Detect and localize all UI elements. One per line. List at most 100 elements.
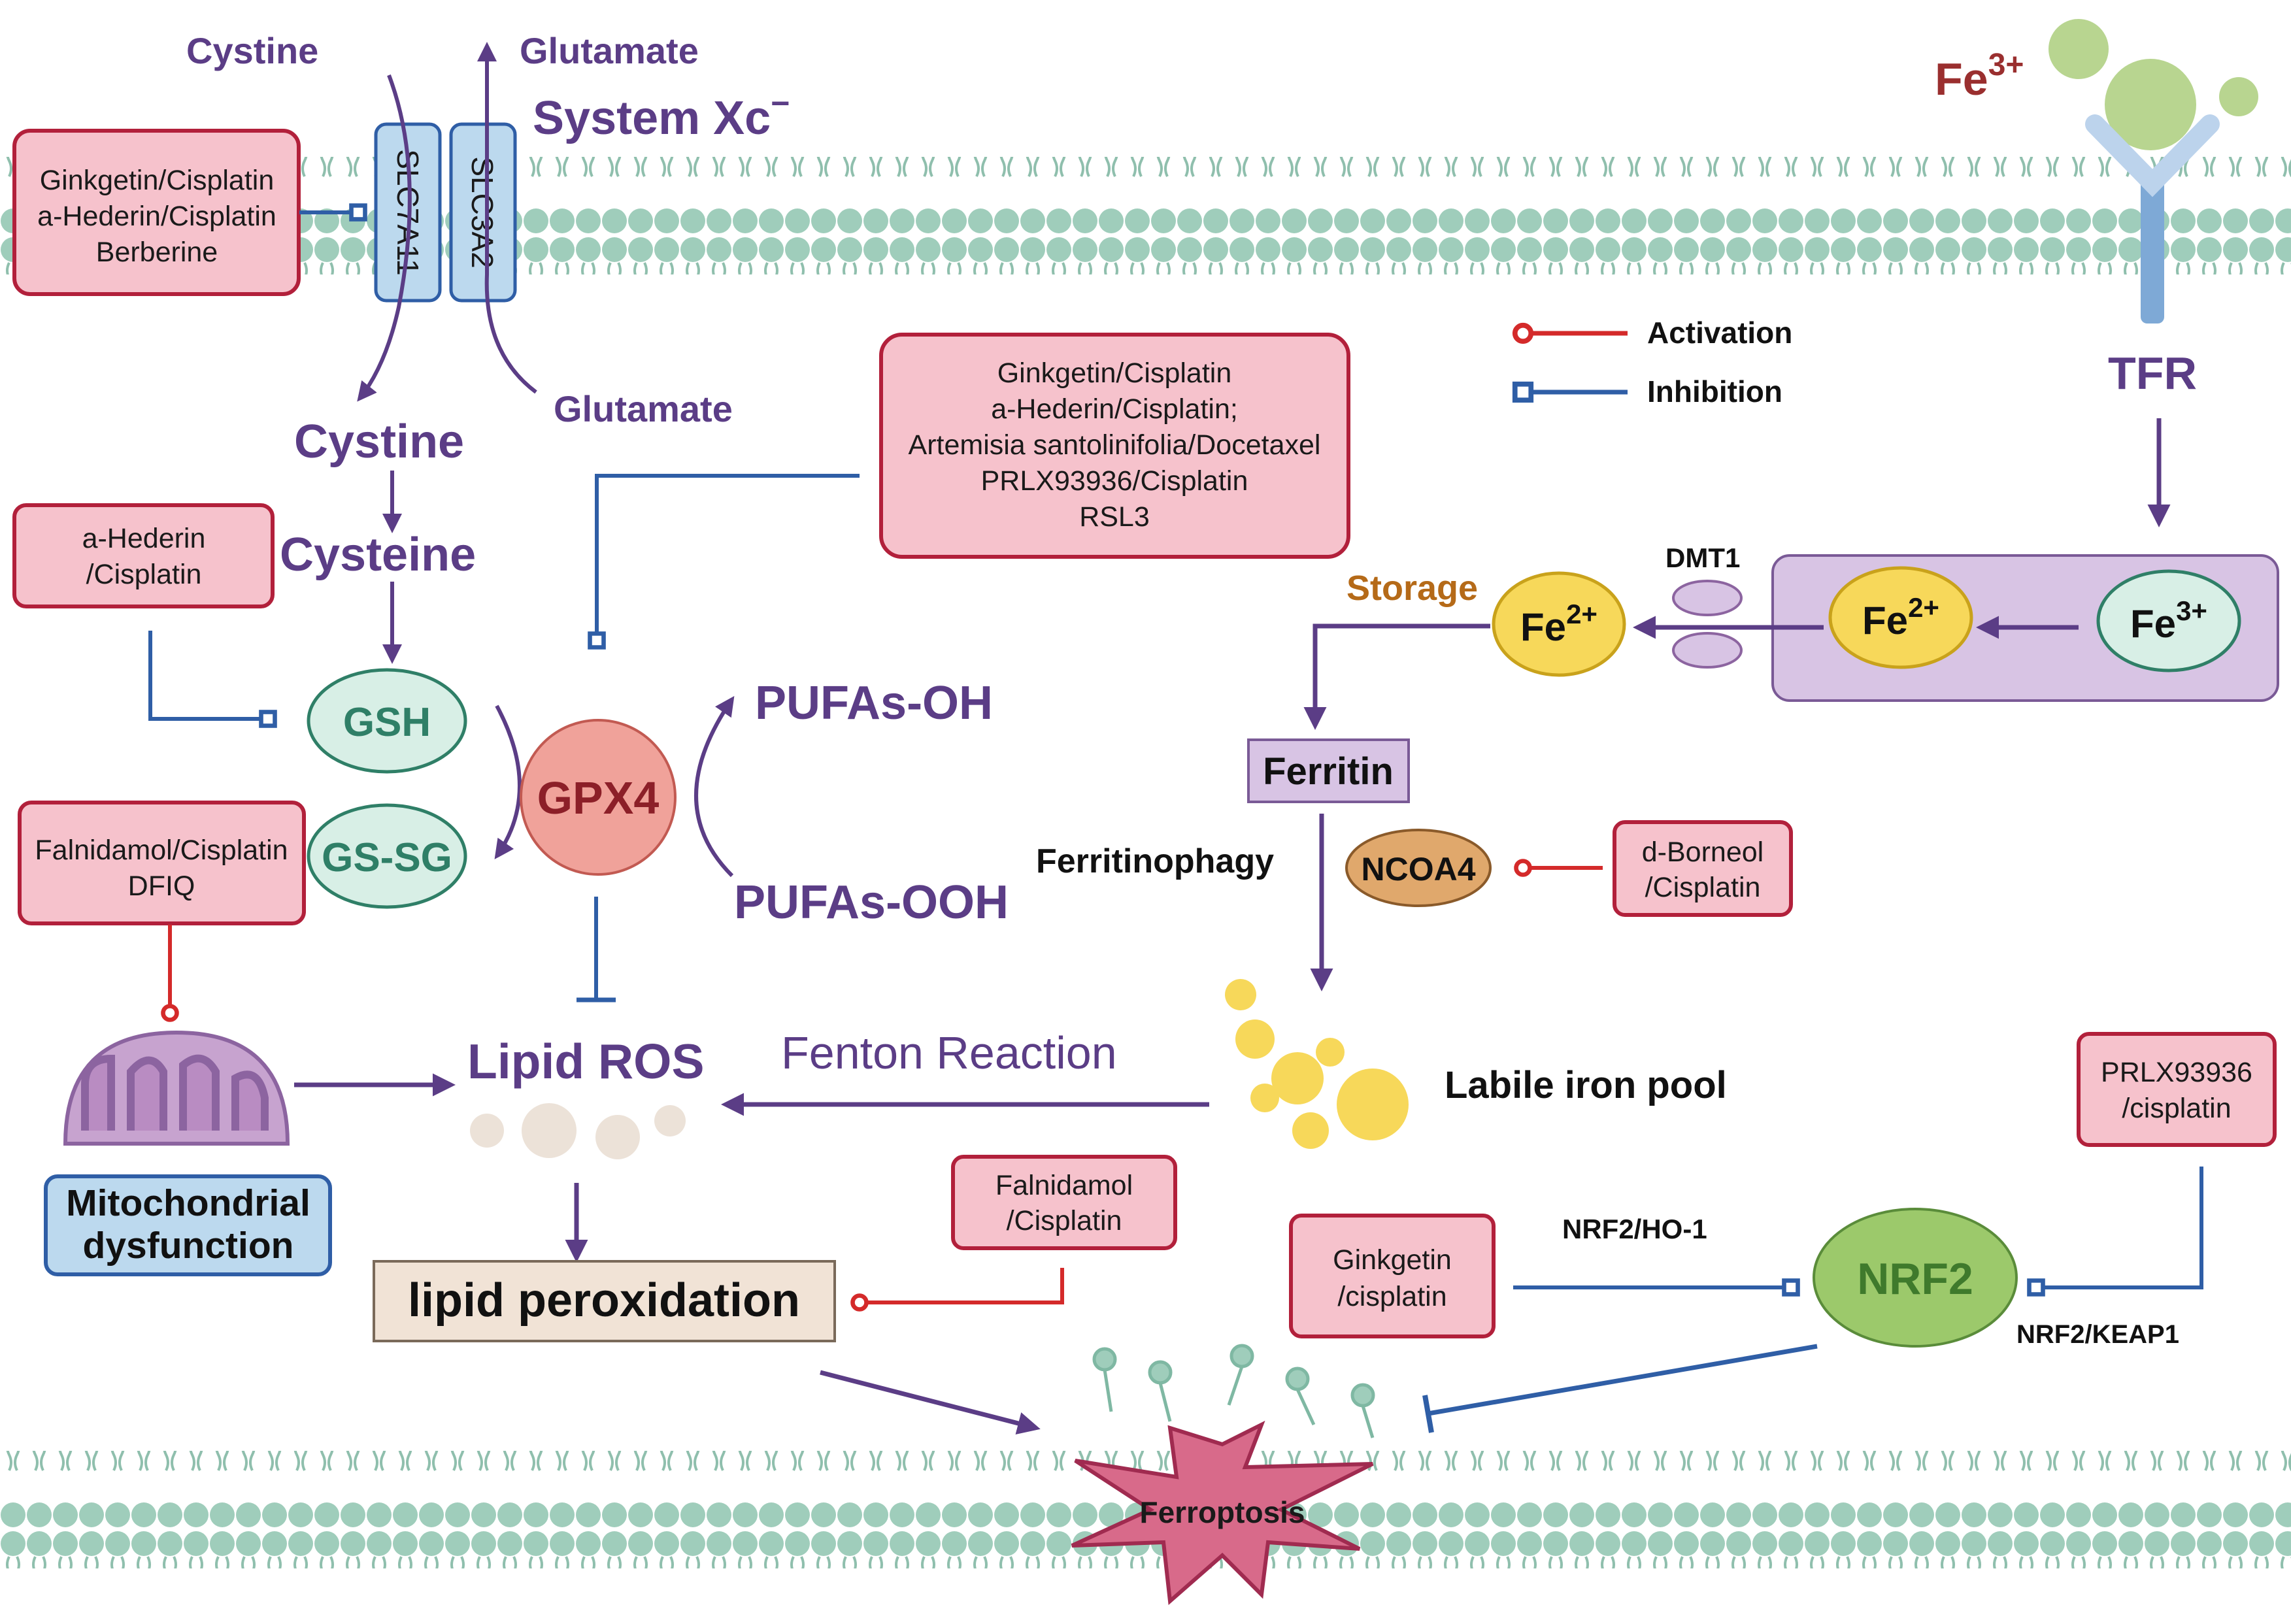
svg-text:GSH: GSH — [343, 700, 431, 745]
xc-inhibitor-box: Ginkgetin/Cisplatin a-Hederin/Cisplatin … — [12, 129, 301, 296]
fe2-endosome-node — [1828, 566, 1973, 669]
ferroptosis-label: Ferroptosis — [1139, 1495, 1305, 1529]
nrf2-ho1-inhibitor-box: Ginkgetin /cisplatin — [1289, 1214, 1496, 1338]
glutamate-export-arrow — [477, 42, 537, 394]
cystine-import-arrow — [357, 74, 412, 402]
dmt1-channel — [1672, 580, 1743, 616]
mito-dysfunction-box: Mitochondrial dysfunction — [44, 1174, 332, 1276]
gsh-node — [307, 668, 467, 774]
svg-text:NCOA4: NCOA4 — [1361, 851, 1475, 887]
keap1-inhibition-line — [2027, 1167, 2203, 1297]
svg-text:Mitochondrial: Mitochondrial — [66, 1182, 310, 1224]
lipid-head-decor — [1092, 1344, 1375, 1438]
fe2-cytosol-node — [1492, 571, 1626, 677]
fe3-outside-label: Fe3+ — [1935, 48, 2024, 105]
lipid-ros-label: Lipid ROS — [467, 1034, 704, 1089]
ros-bubble — [522, 1103, 577, 1158]
svg-text:Berberine: Berberine — [96, 237, 218, 268]
mito-activator-box: Falnidamol/Cisplatin DFIQ — [18, 801, 306, 925]
nrf2-node — [1813, 1208, 2018, 1348]
svg-text:a-Hederin: a-Hederin — [82, 523, 206, 554]
dmt1-channel — [1672, 632, 1743, 669]
iron-particle — [2105, 59, 2196, 150]
labile-iron-pool-label: Labile iron pool — [1445, 1064, 1727, 1106]
ncoa4-activator-box: d-Borneol /Cisplatin — [1613, 820, 1793, 917]
svg-text:Falnidamol/Cisplatin: Falnidamol/Cisplatin — [35, 835, 288, 866]
legend-inhibition: Inhibition — [1647, 374, 1782, 408]
svg-text:Ginkgetin/Cisplatin: Ginkgetin/Cisplatin — [997, 357, 1232, 389]
storage-label: Storage — [1346, 569, 1478, 608]
ferritin-box: Ferritin — [1247, 738, 1410, 803]
slc3a2-label: SLC3A2 — [465, 156, 499, 268]
svg-text:PRLX93936/Cisplatin: PRLX93936/Cisplatin — [981, 465, 1248, 497]
fe3-endosome-label: Fe3+ — [2130, 595, 2207, 646]
gsh-to-gssg-arrow — [494, 704, 522, 859]
peroxidation-activator-box: Falnidamol /Cisplatin — [951, 1155, 1177, 1250]
pufas-oh-label: PUFAs-OH — [755, 677, 993, 729]
cystine-outside: Cystine — [186, 30, 318, 71]
nrf2-keap1-inhibitor-box: PRLX93936 /cisplatin — [2077, 1032, 2277, 1147]
svg-text:/Cisplatin: /Cisplatin — [86, 559, 202, 590]
gsh-inhibition-line — [148, 631, 277, 728]
lipid-peroxidation-box: lipid peroxidation — [373, 1260, 836, 1342]
iron-particle — [2049, 19, 2109, 79]
svg-text:Ferritin: Ferritin — [1263, 750, 1394, 793]
glutamate-inside: Glutamate — [554, 388, 733, 429]
iron-particle — [2219, 77, 2258, 116]
ferritinophagy-label: Ferritinophagy — [1036, 842, 1274, 880]
pufa-reduction-arrow — [694, 696, 735, 878]
fe2-endosome-label: Fe2+ — [1862, 592, 1939, 642]
gssg-node — [307, 803, 467, 909]
gpx4-node — [520, 719, 677, 876]
svg-text:lipid peroxidation: lipid peroxidation — [408, 1274, 800, 1327]
svg-text:GPX4: GPX4 — [537, 772, 660, 823]
mitochondrion-icon — [63, 1030, 290, 1146]
svg-text:DFIQ: DFIQ — [128, 870, 195, 902]
pufas-ooh-label: PUFAs-OOH — [734, 876, 1009, 929]
svg-text:RSL3: RSL3 — [1079, 501, 1150, 533]
svg-text:Ginkgetin/Cisplatin: Ginkgetin/Cisplatin — [40, 165, 275, 196]
transferrin-receptor-icon — [2085, 114, 2220, 323]
system-xc-title: System Xc− — [533, 85, 790, 144]
ncoa4-node — [1345, 829, 1492, 907]
cysteine-label: Cysteine — [280, 529, 476, 581]
svg-text:Falnidamol: Falnidamol — [995, 1170, 1133, 1201]
tfr-label: TFR — [2108, 348, 2197, 399]
gpx4-inhibitor-box: Ginkgetin/Cisplatin a-Hederin/Cisplatin;… — [879, 333, 1350, 559]
svg-text:NRF2: NRF2 — [1857, 1254, 1973, 1304]
peroxidation-activation-line — [850, 1268, 1064, 1312]
fenton-label: Fenton Reaction — [781, 1027, 1117, 1078]
ros-bubble — [654, 1105, 686, 1136]
keap1-pathway-label: NRF2/KEAP1 — [2016, 1320, 2179, 1349]
labile-iron-pool-icon — [1225, 979, 1409, 1149]
nrf2-inhibits-ferroptosis-bar — [1422, 1395, 1434, 1433]
svg-text:/cisplatin: /cisplatin — [1337, 1281, 1447, 1312]
cystine-inside: Cystine — [294, 416, 464, 468]
gpx4-inhibition-line — [588, 474, 860, 650]
peroxidation-to-ferroptosis-arrow — [820, 1370, 1041, 1434]
svg-text:/Cisplatin: /Cisplatin — [1645, 872, 1761, 903]
svg-text:dysfunction: dysfunction — [83, 1225, 294, 1267]
nrf2-inhibits-ferroptosis — [1428, 1344, 1818, 1416]
svg-text:PRLX93936: PRLX93936 — [2101, 1057, 2252, 1088]
glutamate-outside: Glutamate — [520, 30, 699, 71]
dmt1-label: DMT1 — [1665, 542, 1740, 573]
svg-text:a-Hederin/Cisplatin: a-Hederin/Cisplatin — [37, 201, 276, 232]
star-burst-icon: Ferroptosis — [1071, 1420, 1374, 1606]
svg-text:d-Borneol: d-Borneol — [1642, 837, 1764, 868]
ho1-pathway-label: NRF2/HO-1 — [1562, 1214, 1707, 1244]
svg-text:Ginkgetin: Ginkgetin — [1333, 1244, 1452, 1276]
legend-activation: Activation — [1647, 316, 1792, 350]
svg-text:Artemisia santolinifolia/Docet: Artemisia santolinifolia/Docetaxel — [909, 429, 1321, 461]
svg-text:GS-SG: GS-SG — [322, 835, 452, 880]
top-membrane — [0, 157, 2291, 274]
svg-text:/Cisplatin: /Cisplatin — [1007, 1205, 1122, 1236]
storage-arrow — [1303, 623, 1490, 730]
ros-bubble — [470, 1114, 504, 1148]
gsh-inhibitor-box: a-Hederin /Cisplatin — [12, 503, 275, 608]
svg-text:a-Hederin/Cisplatin;: a-Hederin/Cisplatin; — [991, 393, 1238, 425]
ros-bubble — [595, 1115, 640, 1159]
fe2-cytosol-label: Fe2+ — [1520, 599, 1597, 649]
fe3-endosome-node — [2096, 569, 2241, 672]
